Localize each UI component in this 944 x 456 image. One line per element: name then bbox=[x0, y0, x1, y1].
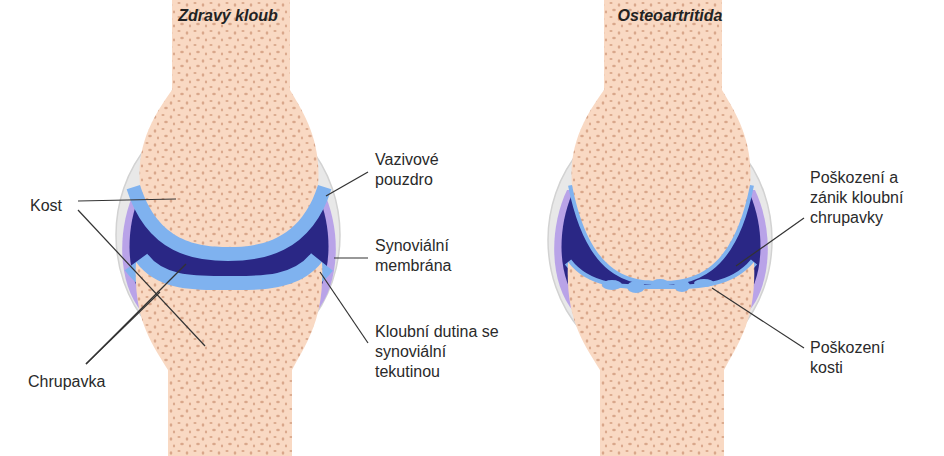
part-label: Poškození a zánik kloubní chrupavky bbox=[810, 168, 920, 228]
part-label: Chrupavka bbox=[28, 372, 138, 392]
part-label: Kloubní dutina se synoviální tekutinou bbox=[375, 322, 505, 382]
leader-line bbox=[78, 210, 205, 346]
healthy-joint bbox=[116, 0, 340, 456]
cartilage-fragment bbox=[627, 281, 645, 293]
cartilage-fragment bbox=[651, 279, 669, 289]
leader-line bbox=[86, 264, 186, 364]
bone bbox=[568, 262, 755, 456]
part-label: Poškození kosti bbox=[810, 338, 910, 378]
figure-title: Osteoartritida bbox=[570, 6, 770, 26]
cartilage-fragment bbox=[674, 280, 690, 292]
bone bbox=[136, 262, 323, 456]
leader-line bbox=[78, 199, 176, 201]
leader-line bbox=[86, 292, 160, 364]
leader-line bbox=[736, 218, 804, 266]
cartilage-fragment bbox=[602, 280, 622, 290]
figure-title: Zdravý kloub bbox=[128, 6, 328, 26]
cartilage-fragment bbox=[694, 279, 714, 287]
part-label: Kost bbox=[30, 196, 90, 216]
leader-line bbox=[334, 257, 368, 258]
leader-line bbox=[712, 288, 804, 348]
bone bbox=[572, 0, 751, 281]
bone bbox=[140, 0, 319, 247]
osteoarthritis-joint bbox=[548, 0, 772, 456]
part-label: Synoviální membrána bbox=[375, 236, 485, 276]
leader-line bbox=[320, 272, 368, 343]
part-label: Vazivové pouzdro bbox=[375, 150, 475, 190]
leader-line bbox=[326, 172, 368, 196]
